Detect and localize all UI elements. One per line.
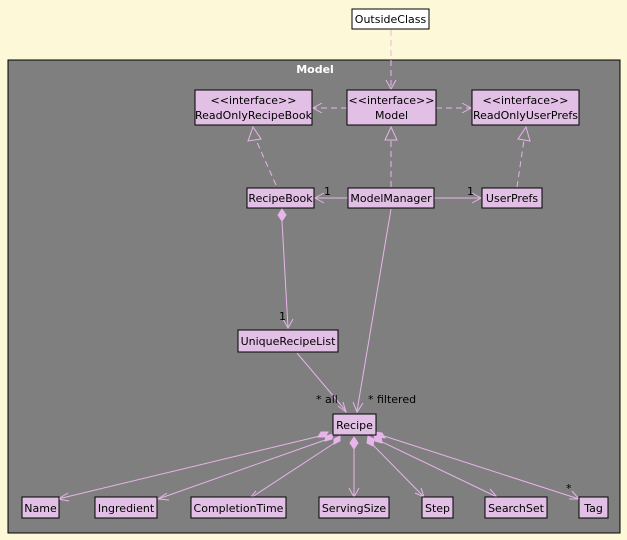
outside-class-box: OutsideClass — [351, 8, 430, 30]
model-to-readonlyuserprefs-dependency — [436, 102, 473, 114]
package-title: Model — [296, 63, 334, 76]
recipebook-class: RecipeBook — [246, 187, 315, 209]
servingsize-label: ServingSize — [322, 502, 387, 515]
modelmanager-class: ModelManager — [347, 187, 435, 209]
readonlyrecipebook-stereotype: <<interface>> — [211, 94, 297, 107]
outside-class-label: OutsideClass — [355, 13, 427, 26]
model-package: Model — [7, 59, 621, 534]
uniquerecipelist-class: UniqueRecipeList — [237, 329, 339, 353]
model-interface: <<interface>> Model — [346, 89, 437, 126]
uniquerecipelist-label: UniqueRecipeList — [241, 335, 336, 348]
tag-label: Tag — [583, 502, 603, 515]
step-class: Step — [421, 496, 454, 519]
model-to-readonlyrecipebook-dependency — [311, 102, 347, 114]
recipebook-realization — [247, 125, 277, 186]
modelmanager-realization — [384, 125, 398, 187]
step-label: Step — [425, 502, 450, 515]
ingredient-class: Ingredient — [94, 496, 158, 519]
recipebook-to-list-composition: 1 — [277, 208, 294, 330]
completiontime-class: CompletionTime — [190, 496, 287, 519]
recipe-to-ingredient-composition — [156, 433, 334, 501]
book-to-list-multiplicity: 1 — [279, 310, 286, 323]
list-to-recipe-association: * all — [296, 352, 347, 414]
manager-to-prefs-multiplicity: 1 — [467, 185, 474, 198]
servingsize-class: ServingSize — [318, 496, 390, 519]
model-interface-stereotype: <<interface>> — [349, 94, 435, 107]
model-interface-name: Model — [375, 109, 408, 122]
searchset-class: SearchSet — [484, 496, 548, 519]
recipe-label: Recipe — [336, 419, 373, 432]
ingredient-label: Ingredient — [98, 502, 155, 515]
manager-to-recipe-association: * filtered — [352, 208, 416, 414]
tag-class: Tag — [578, 496, 609, 519]
list-to-recipe-multiplicity: * all — [316, 393, 338, 406]
userprefs-realization — [516, 125, 531, 188]
manager-to-userprefs-association: 1 — [434, 185, 483, 204]
searchset-label: SearchSet — [488, 502, 545, 515]
readonlyuserprefs-interface: <<interface>> ReadOnlyUserPrefs — [471, 89, 580, 126]
outside-to-model-dependency — [385, 30, 397, 91]
readonlyuserprefs-stereotype: <<interface>> — [483, 94, 569, 107]
name-label: Name — [24, 502, 57, 515]
readonlyrecipebook-interface: <<interface>> ReadOnlyRecipeBook — [194, 89, 313, 126]
modelmanager-label: ModelManager — [350, 192, 432, 205]
userprefs-class: UserPrefs — [481, 187, 543, 209]
recipe-to-tag-multiplicity: * — [566, 482, 572, 495]
manager-to-recipebook-association: 1 — [313, 185, 348, 204]
recipe-class: Recipe — [332, 413, 377, 436]
userprefs-label: UserPrefs — [486, 192, 538, 205]
name-class: Name — [21, 496, 60, 519]
readonlyuserprefs-name: ReadOnlyUserPrefs — [473, 109, 578, 122]
completiontime-label: CompletionTime — [194, 502, 284, 515]
readonlyrecipebook-name: ReadOnlyRecipeBook — [195, 109, 313, 122]
manager-to-book-multiplicity: 1 — [324, 185, 331, 198]
manager-to-recipe-multiplicity: * filtered — [368, 393, 416, 406]
recipebook-label: RecipeBook — [248, 192, 313, 205]
